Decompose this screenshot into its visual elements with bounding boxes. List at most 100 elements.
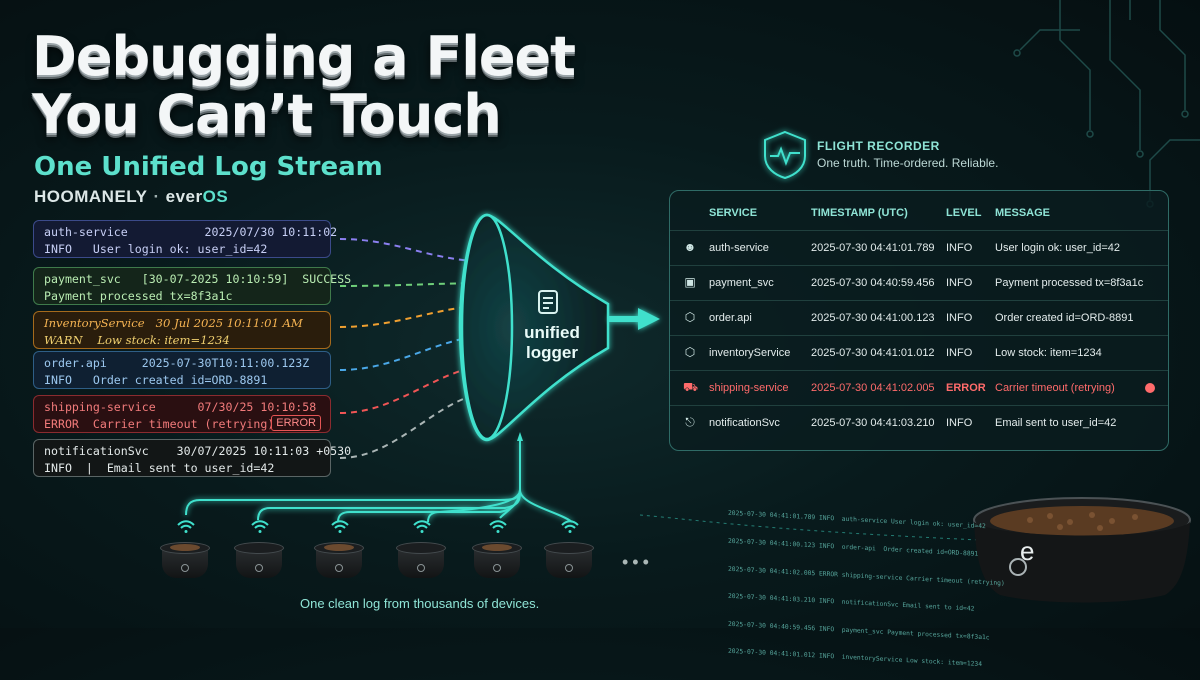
user-shield-icon: ☻ [683,240,697,254]
cell-timestamp: 2025-07-30 04:41:02.005 [811,382,935,394]
log-line-1: payment_svc [30-07-2025 10:10:59] SUCCES… [44,272,352,286]
log-stream-text: 2025-07-30 04:41:01.789 INFO auth-servic… [728,491,1005,680]
page-title: Debugging a Fleet You Can’t Touch [32,25,576,146]
cell-level: INFO [946,312,973,324]
cell-service: shipping-service [709,382,789,394]
wifi-icon [412,520,432,534]
wifi-icon [488,520,508,534]
brand-separator: · [153,187,160,206]
shield-heartbeat-icon [764,130,806,180]
unified-log-table: SERVICE TIMESTAMP (UTC) LEVEL MESSAGE ☻ … [669,190,1169,451]
flight-recorder-title: FLIGHT RECORDER [817,139,940,153]
funnel-label-line-2: logger [526,343,578,362]
log-line-1: shipping-service 07/30/25 10:10:58 [44,400,317,414]
table-row-error: ⛟ shipping-service 2025-07-30 04:41:02.0… [670,370,1168,406]
cell-level: INFO [946,242,973,254]
stream-line: 2025-07-30 04:41:01.789 INFO auth-servic… [728,510,986,531]
wifi-icon [560,520,580,534]
log-card-order-api: order.api 2025-07-30T10:11:00.123Z INFO … [33,351,331,389]
stream-line: 2025-07-30 04:41:02.005 ERROR shipping-s… [728,565,1005,587]
log-line-2: ERROR Carrier timeout (retrying) [44,417,275,431]
stream-line: 2025-07-30 04:41:03.210 INFO notificatio… [728,592,975,613]
cell-level: INFO [946,347,973,359]
log-line-2: WARN Low stock: item=1234 [44,333,230,347]
cell-service: order.api [709,312,752,324]
device-bowl [160,542,210,582]
column-header-message: MESSAGE [995,207,1051,219]
log-card-auth-service: auth-service 2025/07/30 10:11:02 INFO Us… [33,220,338,258]
table-row: ☻ auth-service 2025-07-30 04:41:01.789 I… [670,230,1168,266]
cell-level: ERROR [946,382,986,394]
funnel-shape [458,213,610,442]
box-icon: ⬡ [684,310,696,324]
wifi-icon [250,520,270,534]
cell-level: INFO [946,417,973,429]
cell-service: payment_svc [709,277,774,289]
table-row: ⎋ notificationSvc 2025-07-30 04:41:03.21… [670,405,1168,441]
cell-message: Payment processed tx=8f3a1c [995,277,1144,289]
brand-everos-suffix: OS [202,187,229,206]
log-line-2: Payment processed tx=8f3a1c [44,289,233,303]
wifi-icon [176,520,196,534]
table-row: ▣ payment_svc 2025-07-30 04:40:59.456 IN… [670,265,1168,301]
brand-hoomanely: HOOMANELY [34,187,148,206]
device-bowl [314,542,364,582]
truck-icon: ⛟ [683,380,699,394]
subtitle: One Unified Log Stream [34,152,383,182]
cell-message: Low stock: item=1234 [995,347,1102,359]
brand-everos-prefix: ever [165,187,203,206]
column-header-service: SERVICE [709,207,758,219]
log-line-1: auth-service 2025/07/30 10:11:02 [44,225,338,239]
cell-message: Order created id=ORD-8891 [995,312,1134,324]
log-line-1: InventoryService 30 Jul 2025 10:11:01 AM [44,316,303,330]
cell-timestamp: 2025-07-30 04:41:03.210 [811,417,935,429]
device-tree [185,440,573,523]
log-card-notification-svc: notificationSvc 30/07/2025 10:11:03 +053… [33,439,352,477]
cell-timestamp: 2025-07-30 04:40:59.456 [811,277,935,289]
cell-message: Carrier timeout (retrying) [995,382,1115,394]
wifi-icon [330,520,350,534]
title-line-2: You Can’t Touch [32,83,502,146]
log-line-1: notificationSvc 30/07/2025 10:11:03 +053… [44,444,352,458]
device-bowl [234,542,284,582]
cell-service: inventoryService [709,347,791,359]
log-line-2: INFO Order created id=ORD-8891 [44,373,268,387]
large-bowl-image: e [973,497,1191,603]
more-devices-ellipsis: ••• [622,552,653,572]
cell-level: INFO [946,277,973,289]
flight-recorder-subtitle: One truth. Time-ordered. Reliable. [817,156,999,170]
funnel-label-line-1: unified [524,323,580,342]
device-bowl [396,542,446,582]
error-dot-icon [1145,383,1155,393]
output-arrow [609,308,660,330]
error-badge: ERROR [271,415,321,431]
cell-service: auth-service [709,242,769,254]
cell-message: Email sent to user_id=42 [995,417,1117,429]
cell-message: User login ok: user_id=42 [995,242,1121,254]
table-row: ⬡ inventoryService 2025-07-30 04:41:01.0… [670,335,1168,371]
title-line-1: Debugging a Fleet [32,25,576,88]
svg-text:e: e [1020,536,1034,566]
stream-line: 2025-07-30 04:41:01.012 INFO inventorySe… [728,648,983,669]
table-row: ⬡ order.api 2025-07-30 04:41:00.123 INFO… [670,300,1168,336]
up-arrow-icon [517,432,523,441]
log-card-payment-svc: payment_svc [30-07-2025 10:10:59] SUCCES… [33,267,352,305]
device-bowl [544,542,594,582]
circuit-traces [1013,0,1200,208]
stream-line: 2025-07-30 04:41:00.123 INFO order-api O… [728,537,979,558]
brand-everos: everOS [166,187,229,206]
column-header-level: LEVEL [946,207,982,219]
brand-line: HOOMANELY · everOS [34,187,228,207]
credit-card-icon: ▣ [684,275,696,289]
bell-icon: ⎋ [685,415,695,429]
package-icon: ⬡ [684,345,696,359]
log-line-2: INFO User login ok: user_id=42 [44,242,268,256]
document-icon [538,290,558,314]
log-card-inventory-service: InventoryService 30 Jul 2025 10:11:01 AM… [33,311,331,349]
column-header-timestamp: TIMESTAMP (UTC) [811,207,908,219]
log-line-1: order.api 2025-07-30T10:11:00.123Z [44,356,310,370]
stream-line: 2025-07-30 04:40:59.456 INFO payment_svc… [728,620,990,642]
cell-timestamp: 2025-07-30 04:41:01.012 [811,347,935,359]
cell-timestamp: 2025-07-30 04:41:00.123 [811,312,935,324]
log-card-shipping-service: shipping-service 07/30/25 10:10:58 ERROR… [33,395,331,433]
